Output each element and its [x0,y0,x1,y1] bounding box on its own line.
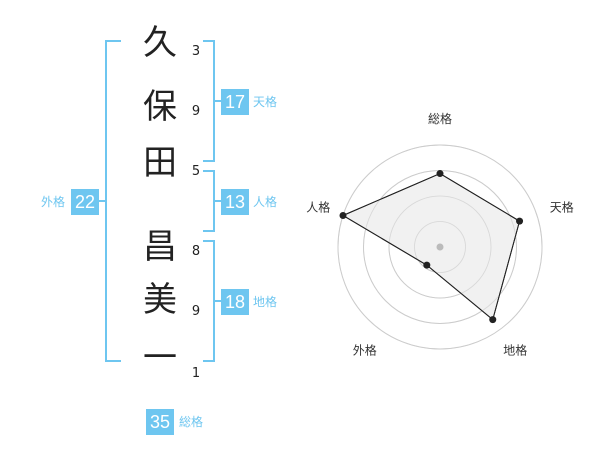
radar-axis-label-4: 外格 [353,343,377,358]
tenkaku-tick [215,100,221,102]
name-char-2: 保 [143,87,177,127]
tenkaku-bracket [203,40,215,162]
radar-axis-label-2: 天格 [550,199,574,214]
stroke-count-2: 9 [191,104,201,119]
jinkaku-tick [215,200,221,202]
radar-point-3 [489,316,497,324]
radar-center-dot [436,243,444,251]
stroke-count-1: 3 [191,44,201,59]
soukaku-score: 35 [146,409,174,435]
stroke-count-5: 9 [191,304,201,319]
radar-point-2 [516,217,524,225]
radar-point-5 [339,211,347,219]
radar-axis-label-3: 地格 [503,343,527,358]
stroke-count-3: 5 [191,164,201,179]
chikaku-tick [215,300,221,302]
jinkaku-score: 13 [221,189,249,215]
radar-grid-ring-overlay [414,221,466,273]
jinkaku-bracket [203,170,215,232]
stroke-count-4: 8 [191,244,201,259]
chikaku-bracket [203,240,215,362]
name-char-1: 久 [143,23,177,63]
radar-axis-label-5: 人格 [306,199,330,214]
gaikaku-score: 22 [71,189,99,215]
name-char-4: 昌 [143,227,177,267]
name-char-6: 一 [143,338,177,378]
radar-grid-ring-overlay [388,195,492,299]
radar-data-outline [341,172,521,321]
chikaku-score: 18 [221,289,249,315]
radar-point-4 [423,261,431,269]
gaikaku-tick [99,200,107,202]
stroke-count-6: 1 [191,366,201,381]
soukaku-label: 総格 [179,415,204,429]
tenkaku-label: 天格 [253,95,278,109]
jinkaku-label: 人格 [253,195,278,209]
tenkaku-score: 17 [221,89,249,115]
radar-grid-ring-overlay [337,144,543,350]
name-char-3: 田 [143,143,177,183]
chikaku-label: 地格 [253,295,278,309]
gaikaku-label: 外格 [41,195,66,209]
name-char-5: 美 [143,280,177,320]
radar-axis-label-1: 総格 [428,111,452,126]
radar-point-1 [436,170,444,178]
